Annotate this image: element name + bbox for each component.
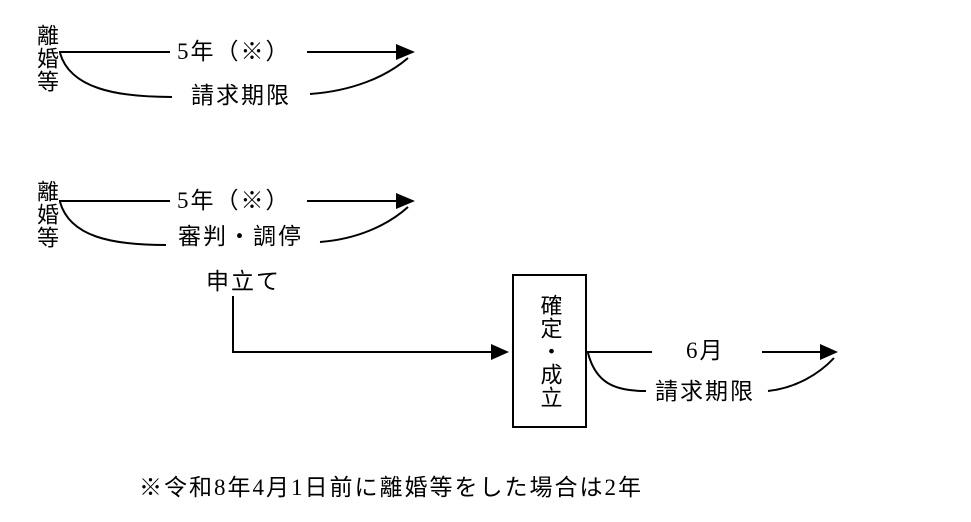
row3-swoosh-right: [767, 357, 835, 392]
row1-swoosh-left: [59, 52, 173, 98]
row2-arrowhead-icon: [396, 193, 415, 209]
row1-deadline-label: 請求期限: [191, 83, 291, 108]
row3-arrowhead-icon: [820, 344, 838, 360]
footnote: ※令和8年4月1日前に離婚等をした場合は2年: [139, 475, 643, 500]
row1-arrowhead-icon: [396, 44, 415, 60]
finalization-box-label: 確定・成立: [537, 293, 563, 409]
row1-swoosh-right: [309, 57, 409, 95]
elbow-arrowhead-icon: [491, 344, 509, 360]
row2-swoosh-left: [59, 201, 167, 246]
row3-duration-label: 6月: [686, 338, 725, 363]
row3-deadline-label: 請求期限: [655, 379, 755, 404]
row2-swoosh-right: [319, 206, 409, 243]
row2-duration-label: 5年（※）: [177, 188, 291, 213]
petition-elbow-arrow: [232, 296, 493, 353]
finalization-box: 確定・成立: [512, 274, 587, 428]
row2-process-label: 審判・調停: [178, 224, 303, 249]
row2-petition-label: 申立て: [206, 269, 281, 294]
row1-duration-label: 5年（※）: [177, 39, 291, 64]
row2-origin-label: 離婚等: [34, 180, 59, 249]
row1-origin-label: 離婚等: [34, 24, 59, 93]
row3-swoosh-left: [587, 352, 647, 392]
